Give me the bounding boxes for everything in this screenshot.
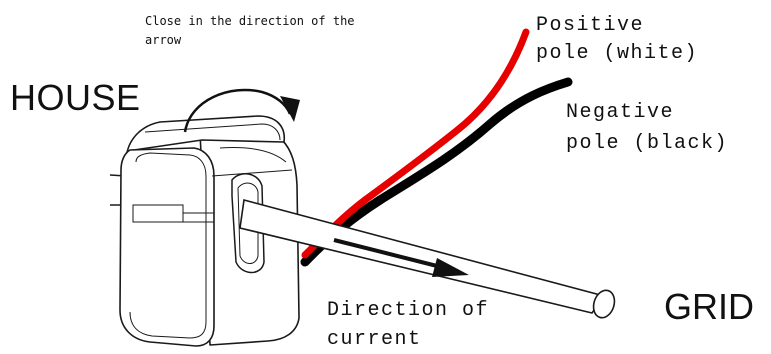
house-label: HOUSE — [10, 77, 141, 118]
positive-wire — [301, 28, 530, 259]
close-instruction-line2: arrow — [145, 33, 182, 47]
current-arrow — [333, 238, 469, 277]
current-direction-label: Direction of current — [327, 296, 489, 354]
close-instruction-line1: Close in the direction of the — [145, 14, 355, 28]
negative-pole-line1: Negative — [566, 101, 675, 124]
current-direction-line2: current — [327, 328, 422, 351]
current-direction-line1: Direction of — [327, 299, 490, 322]
positive-pole-line2: pole (white) — [536, 42, 699, 65]
close-instruction-label: Close in the direction of the arrow — [145, 12, 355, 50]
close-direction-arrow — [183, 88, 300, 133]
positive-pole-line1: Positive — [536, 14, 645, 37]
positive-pole-label: Positive pole (white) — [536, 12, 698, 68]
negative-pole-line2: pole (black) — [566, 132, 729, 155]
conductor-rod — [239, 198, 616, 319]
negative-pole-label: Negative pole (black) — [566, 97, 728, 159]
grid-label: GRID — [664, 286, 754, 327]
ct-clamp-edges — [129, 123, 293, 339]
